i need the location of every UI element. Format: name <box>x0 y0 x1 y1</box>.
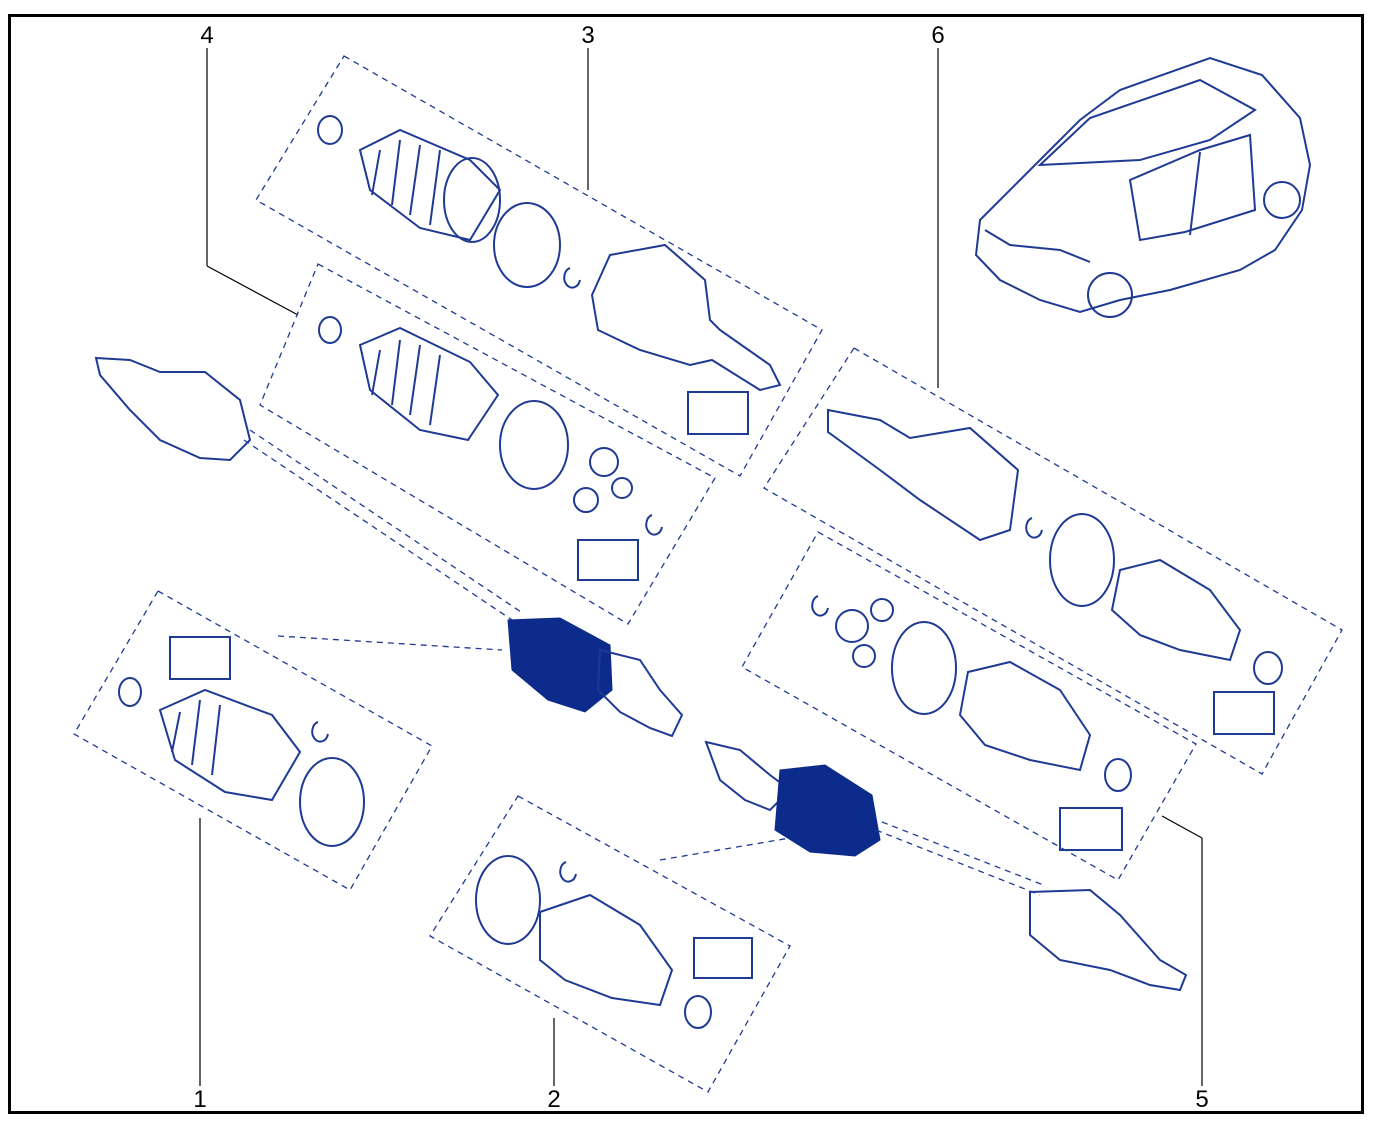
callout-6: 6 <box>931 22 945 49</box>
kit-box-5 <box>741 531 1197 881</box>
kit-box-3 <box>255 55 823 477</box>
callout-4: 4 <box>200 22 214 49</box>
kit-5-parts <box>811 595 1132 851</box>
kit-box-4 <box>259 263 716 625</box>
kit-3-parts <box>317 115 782 435</box>
leader-lines <box>199 48 1203 1086</box>
callout-2: 2 <box>547 1086 561 1113</box>
callout-1: 1 <box>193 1086 207 1113</box>
kit-2-parts <box>475 855 753 1029</box>
kit-6-parts <box>827 408 1283 735</box>
kit-1-parts <box>118 636 365 847</box>
kit-box-2 <box>429 795 791 1093</box>
left-drive-shaft <box>94 356 684 738</box>
diagram-frame <box>8 14 1364 1114</box>
kit-box-6 <box>763 347 1343 775</box>
callout-3: 3 <box>581 22 595 49</box>
kit-box-1 <box>73 590 433 891</box>
kit-4-parts <box>318 316 663 581</box>
callout-5: 5 <box>1195 1086 1209 1113</box>
vehicle-illustration <box>974 56 1312 318</box>
right-drive-shaft <box>659 740 1188 992</box>
